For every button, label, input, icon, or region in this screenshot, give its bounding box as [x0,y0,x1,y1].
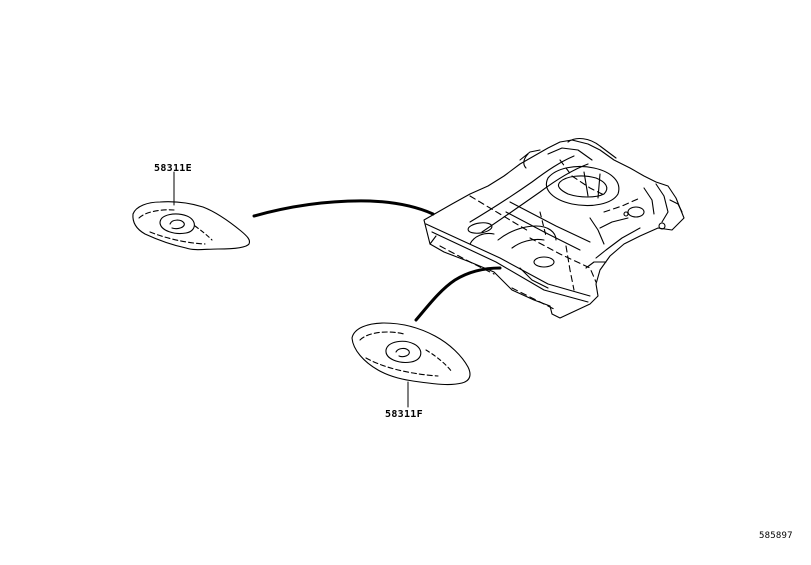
rear-floor-pan-assembly [423,137,685,319]
indicator-line-58311e [252,199,435,218]
part-58311e-pad[interactable] [132,201,251,251]
illustration-id: 585897 [759,531,793,541]
part-58311f-pad[interactable] [351,322,471,386]
indicator-line-58311f [414,266,502,322]
part-label-58311f[interactable]: 58311F [385,409,423,420]
part-label-58311e[interactable]: 58311E [154,163,192,174]
